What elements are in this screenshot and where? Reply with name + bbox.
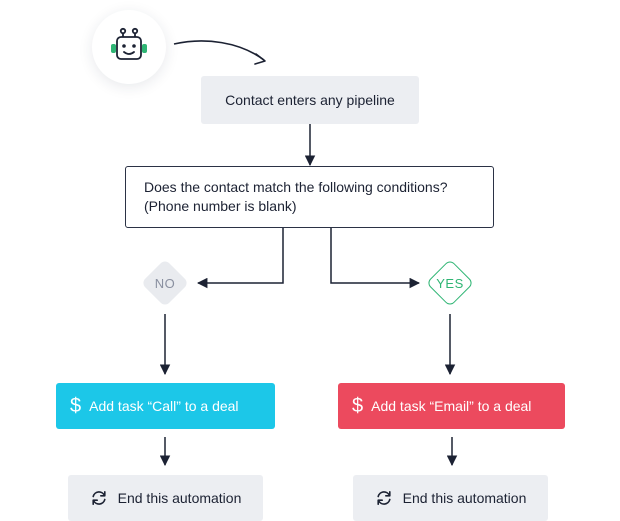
dollar-icon: $: [352, 395, 364, 417]
yes-label: YES: [436, 275, 464, 291]
condition-line-1: Does the contact match the following con…: [144, 179, 448, 195]
no-end-label: End this automation: [117, 490, 242, 506]
arrow-condition-yes: [330, 227, 421, 289]
no-label: NO: [154, 275, 176, 291]
trigger-step[interactable]: Contact enters any pipeline: [201, 76, 419, 124]
robot-avatar: [92, 10, 166, 84]
yes-action-label: Add task “Email” to a deal: [371, 398, 532, 414]
no-branch-node[interactable]: NO: [140, 258, 190, 308]
loop-icon: [375, 489, 393, 507]
no-action-step[interactable]: $ Add task “Call” to a deal: [56, 383, 275, 429]
condition-step[interactable]: Does the contact match the following con…: [125, 166, 494, 228]
yes-end-label: End this automation: [402, 490, 527, 506]
robot-icon: [111, 27, 147, 60]
no-action-label: Add task “Call” to a deal: [89, 398, 239, 414]
arrow-condition-no: [196, 227, 284, 289]
no-end-step[interactable]: End this automation: [68, 475, 263, 521]
curved-arrow-head: [254, 53, 266, 65]
trigger-label: Contact enters any pipeline: [225, 92, 395, 108]
yes-end-step[interactable]: End this automation: [353, 475, 548, 521]
yes-branch-node[interactable]: YES: [425, 258, 475, 308]
yes-action-step[interactable]: $ Add task “Email” to a deal: [338, 383, 565, 429]
curved-arrow: [173, 40, 265, 61]
loop-icon: [90, 489, 108, 507]
dollar-icon: $: [70, 395, 82, 417]
condition-line-2: (Phone number is blank): [144, 198, 297, 214]
